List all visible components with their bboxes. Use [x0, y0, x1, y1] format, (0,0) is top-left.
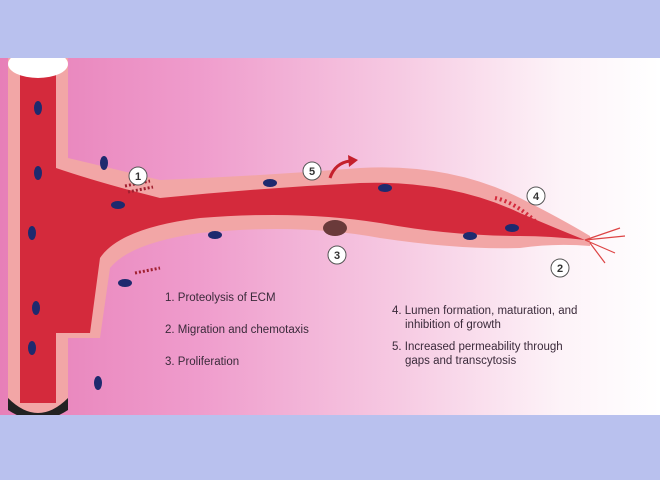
parent-vessel-lumen	[20, 58, 56, 403]
legend-item-5-line2: gaps and transcytosis	[405, 355, 517, 367]
legend-item-5-line1: 5. Increased permeability through	[392, 341, 563, 353]
legend-item-5: 5. Increased permeability through gaps a…	[392, 340, 563, 368]
nuclei	[28, 101, 519, 390]
legend-item-1: 1. Proteolysis of ECM	[165, 292, 276, 304]
top-band	[0, 0, 660, 58]
legend-item-3: 3. Proliferation	[165, 356, 240, 368]
vessel-illustration: 1 5 3 4 2	[8, 58, 626, 415]
sprout-lumen	[56, 168, 585, 333]
dividing-cell	[323, 220, 347, 236]
legend-item-4: 4. Lumen formation, maturation, and inhi…	[392, 304, 577, 332]
marker-2: 2	[550, 258, 570, 278]
marker-5: 5	[302, 161, 322, 181]
vessel-opening	[8, 58, 68, 78]
marker-1: 1	[128, 166, 148, 186]
legend-item-4-line2: inhibition of growth	[405, 319, 501, 331]
arrowhead-icon	[348, 155, 358, 167]
marker-3: 3	[327, 245, 347, 265]
bottom-band	[0, 415, 660, 480]
permeability-arrow	[328, 159, 351, 179]
lumen-formation-mark	[494, 196, 552, 238]
angiogenesis-diagram: 1 5 3 4 2 1. Proteolysis of ECM 2. Migra…	[0, 58, 660, 415]
svg-text:2: 2	[557, 263, 563, 275]
svg-text:3: 3	[334, 250, 340, 262]
ecm-proteolysis-mark-2	[134, 266, 161, 275]
filopodia	[584, 227, 626, 264]
marker-4: 4	[526, 186, 546, 206]
legend-item-2: 2. Migration and chemotaxis	[165, 324, 309, 336]
svg-text:5: 5	[309, 166, 315, 178]
svg-text:1: 1	[135, 171, 141, 183]
vessel-cut-end	[8, 398, 68, 415]
svg-text:4: 4	[533, 191, 540, 203]
legend-item-4-line1: 4. Lumen formation, maturation, and	[392, 305, 578, 317]
